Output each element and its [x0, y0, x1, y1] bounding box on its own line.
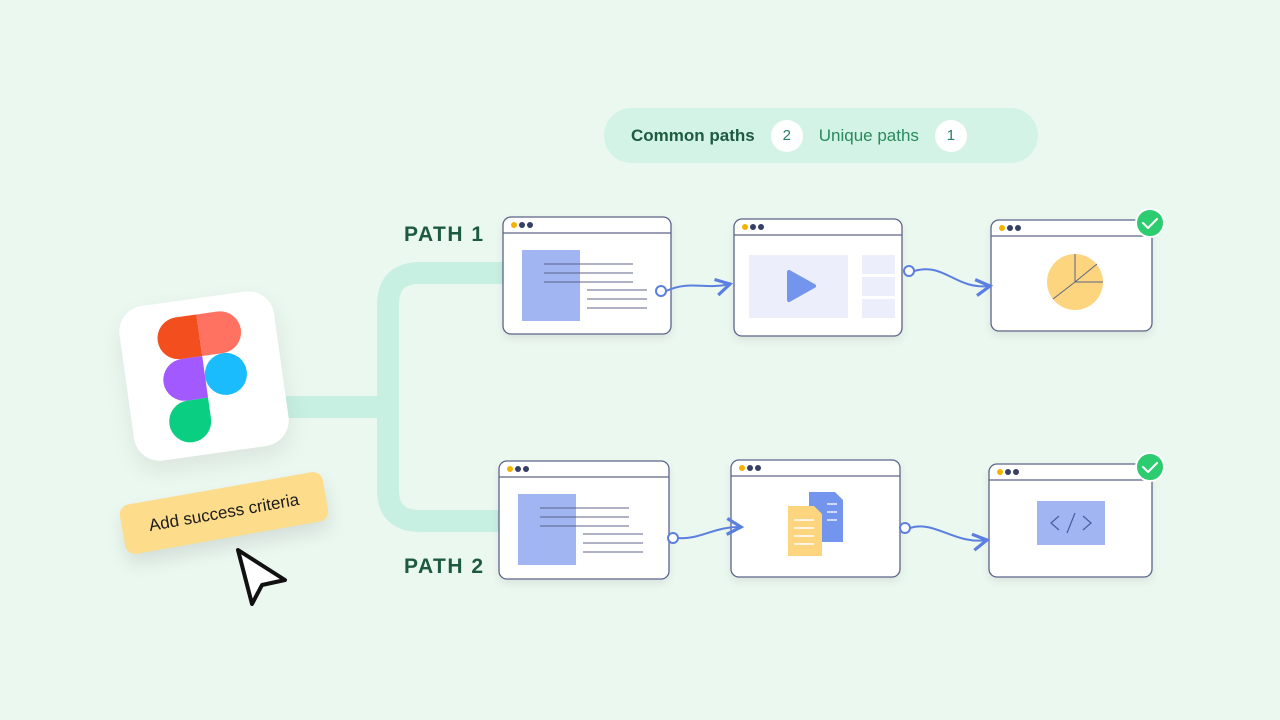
document-icon	[522, 250, 647, 321]
video-icon	[749, 255, 895, 318]
code-icon	[1037, 501, 1105, 545]
window-dot	[1007, 225, 1013, 231]
window-dot	[739, 465, 745, 471]
flow-arrow	[909, 525, 991, 552]
unique-paths-label: Unique paths	[818, 125, 919, 145]
cursor-icon	[236, 548, 287, 606]
screen-code	[988, 452, 1165, 578]
window-dot	[747, 465, 753, 471]
branch-connector	[285, 262, 505, 532]
window-dot	[758, 224, 764, 230]
screen-document	[502, 216, 672, 335]
window-dot	[1005, 469, 1011, 475]
flow-arrows	[655, 265, 994, 552]
path-summary: Common paths 2 Unique paths 1	[604, 108, 1038, 163]
figma-app-card	[115, 287, 293, 465]
window-dot	[1015, 225, 1021, 231]
screen-video	[733, 218, 903, 337]
window-dot	[755, 465, 761, 471]
window-dot	[1013, 469, 1019, 475]
files-icon	[788, 492, 843, 556]
window-dot	[523, 466, 529, 472]
arrow-start-dot	[903, 265, 915, 277]
window-dot	[515, 466, 521, 472]
screen-pie-chart	[990, 208, 1165, 332]
window-dot	[750, 224, 756, 230]
arrow-start-dot	[667, 532, 679, 544]
path-1-label: PATH 1	[404, 223, 485, 246]
arrow-start-dot	[899, 522, 911, 534]
window-dot	[507, 466, 513, 472]
flow-arrow	[677, 517, 745, 540]
document-icon	[518, 494, 643, 565]
unique-paths-count: 1	[934, 119, 967, 152]
pie-chart-icon	[1047, 254, 1103, 310]
window-dot	[997, 469, 1003, 475]
window-dot	[999, 225, 1005, 231]
path-2-label: PATH 2	[404, 555, 485, 578]
window-dot	[511, 222, 517, 228]
window-dot	[519, 222, 525, 228]
window-dot	[527, 222, 533, 228]
success-check-icon	[1135, 208, 1165, 238]
window-dot	[742, 224, 748, 230]
screen-files	[730, 459, 901, 578]
common-paths-label: Common paths	[631, 125, 755, 145]
common-paths-count: 2	[770, 119, 803, 152]
screen-document	[498, 460, 670, 580]
arrow-start-dot	[655, 285, 667, 297]
flow-arrow	[665, 277, 734, 297]
figma-logo-icon	[157, 311, 247, 443]
flow-arrow	[913, 268, 994, 297]
success-check-icon	[1135, 452, 1165, 482]
